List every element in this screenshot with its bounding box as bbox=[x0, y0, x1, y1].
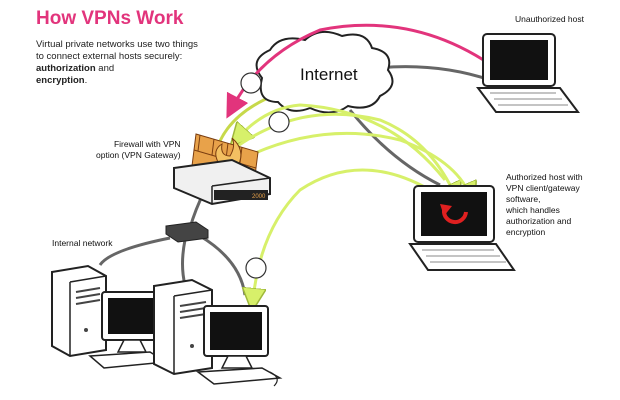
description-and: and bbox=[95, 63, 115, 74]
authorized-host-label: Authorized host with VPN client/gateway … bbox=[506, 172, 583, 238]
path-marker-circles bbox=[240, 72, 290, 279]
description-line-1: Virtual private networks use two things bbox=[36, 39, 198, 50]
unauthorized-laptop bbox=[476, 33, 580, 113]
authorized-label-line-4: which handles bbox=[506, 205, 560, 215]
firewall-gateway: 2000 bbox=[173, 133, 271, 206]
authorized-label-line-3: software, bbox=[506, 194, 541, 204]
description-period: . bbox=[84, 75, 88, 86]
authorized-label-line-5: authorization and bbox=[506, 216, 572, 226]
encryption-term: encryption bbox=[36, 75, 85, 86]
marker-circle-green-lower bbox=[245, 257, 267, 279]
marker-circle-pink-path bbox=[240, 72, 262, 94]
vpn-arrow-to-internal bbox=[253, 168, 431, 300]
firewall-flame-icon bbox=[215, 137, 242, 167]
gateway-model-tag: 2000 bbox=[252, 194, 266, 200]
network-switch bbox=[165, 221, 209, 243]
cable-switch-to-laptop bbox=[199, 234, 247, 296]
marker-circle-green-upper bbox=[268, 111, 290, 133]
diagram-title: How VPNs Work bbox=[36, 8, 184, 29]
unauthorized-host-label: Unauthorized host bbox=[515, 14, 584, 24]
authorization-term: authorization bbox=[36, 63, 96, 74]
firewall-label-line-2: option (VPN Gateway) bbox=[96, 150, 181, 160]
internal-monitor-left bbox=[88, 291, 169, 369]
authorized-label-line-6: encryption bbox=[506, 227, 546, 237]
firewall-label: Firewall with VPN option (VPN Gateway) bbox=[96, 139, 181, 161]
internet-label: Internet bbox=[300, 65, 358, 84]
cable-switch-to-server-left bbox=[98, 236, 171, 266]
internal-network-label: Internal network bbox=[52, 238, 113, 248]
cable-switch-to-server-right bbox=[181, 239, 187, 286]
vpn-tunnel-arrows bbox=[232, 103, 470, 300]
vpn-arrow-to-firewall bbox=[238, 103, 447, 181]
cable-cloud-to-authorized bbox=[348, 109, 441, 187]
internal-server-left bbox=[51, 264, 107, 358]
vpn-arrow-to-authorized-b bbox=[239, 131, 470, 195]
description-line-2: to connect external hosts securely: bbox=[36, 51, 183, 62]
internal-server-right bbox=[153, 278, 213, 376]
diagram-description: Virtual private networks use two things … bbox=[36, 39, 256, 87]
internal-monitor-right bbox=[195, 305, 283, 387]
vpn-refresh-icon bbox=[440, 204, 468, 225]
firewall-label-line-1: Firewall with VPN bbox=[113, 139, 181, 149]
authorized-label-line-1: Authorized host with bbox=[506, 172, 583, 182]
authorized-label-line-2: VPN client/gateway bbox=[506, 183, 580, 193]
authorized-laptop bbox=[408, 185, 516, 271]
internet-cloud: Internet bbox=[255, 30, 394, 114]
